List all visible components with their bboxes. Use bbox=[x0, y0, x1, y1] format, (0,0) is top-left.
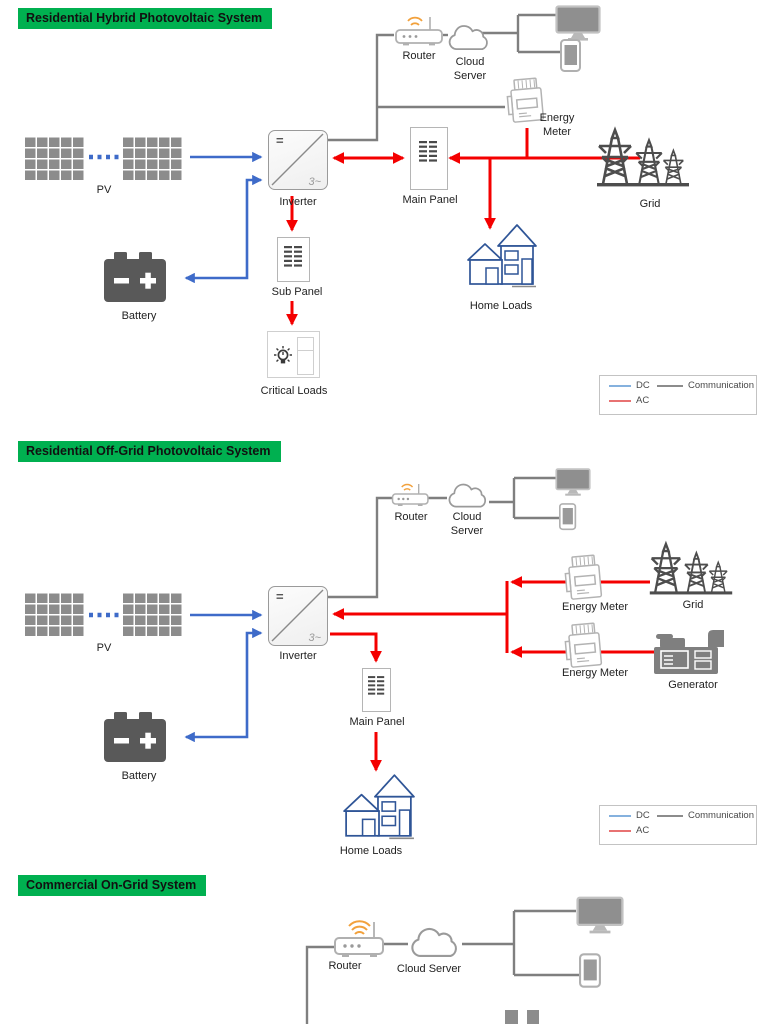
inverter-dc-mark: = bbox=[276, 589, 284, 604]
energy-meter-label: Meter bbox=[542, 126, 572, 138]
cropped-device-icon bbox=[505, 1010, 518, 1024]
main-panel-icon bbox=[362, 668, 391, 712]
legend: DC Communication AC bbox=[599, 375, 757, 415]
legend-comm-label: Communication bbox=[688, 810, 754, 821]
cloud-server-label: Cloud Server bbox=[396, 963, 462, 975]
pv-label: PV bbox=[96, 642, 112, 654]
phone-icon bbox=[560, 39, 581, 72]
router-label: Router bbox=[394, 511, 428, 523]
energy-meter-label: Energy Meter bbox=[561, 667, 629, 679]
pv-array-icon bbox=[123, 592, 183, 636]
cloud-server-label: Server bbox=[450, 525, 484, 537]
monitor-icon bbox=[555, 468, 591, 496]
phone-icon bbox=[579, 953, 601, 988]
inverter-label: Inverter bbox=[279, 650, 317, 662]
grid-towers-icon bbox=[649, 542, 733, 595]
battery-icon bbox=[104, 712, 166, 762]
pv-label: PV bbox=[96, 184, 112, 196]
appliance-icon bbox=[297, 337, 314, 375]
inverter-icon: = 3~ bbox=[268, 130, 328, 190]
router-icon bbox=[395, 16, 443, 46]
critical-loads-label: Critical Loads bbox=[260, 385, 328, 397]
monitor-icon bbox=[555, 5, 601, 41]
cloud-server-label: Cloud bbox=[452, 511, 482, 523]
legend-dc-swatch bbox=[609, 815, 631, 817]
main-panel-label: Main Panel bbox=[349, 716, 405, 728]
sub-panel-icon bbox=[277, 237, 310, 282]
cloud-icon bbox=[448, 483, 487, 508]
cloud-server-label: Cloud bbox=[455, 56, 485, 68]
inverter-diagonal bbox=[271, 133, 324, 186]
legend-ac-swatch bbox=[609, 400, 631, 402]
main-panel-label: Main Panel bbox=[402, 194, 458, 206]
breaker-rows bbox=[368, 676, 385, 695]
pv-array-icon bbox=[25, 592, 85, 636]
legend-comm-swatch bbox=[657, 385, 683, 387]
grid-towers-icon bbox=[597, 128, 689, 187]
grid-label: Grid bbox=[639, 198, 661, 210]
legend-ac-label: AC bbox=[636, 825, 650, 836]
cropped-device-icon bbox=[527, 1010, 539, 1024]
cloud-server-label: Server bbox=[453, 70, 487, 82]
inverter-ac-mark: 3~ bbox=[308, 176, 321, 188]
legend-ac-swatch bbox=[609, 830, 631, 832]
pv-array-icon bbox=[25, 136, 85, 180]
bulb-icon bbox=[273, 345, 293, 365]
legend-ac-label: AC bbox=[636, 395, 650, 406]
pv-array-icon bbox=[123, 136, 183, 180]
battery-label: Battery bbox=[121, 310, 157, 322]
section-1-header: Residential Hybrid Photovoltaic System bbox=[18, 8, 273, 29]
inverter-diagonal bbox=[271, 589, 324, 642]
router-icon bbox=[334, 920, 384, 957]
router-icon bbox=[391, 483, 429, 506]
critical-loads-icon bbox=[267, 331, 320, 378]
legend: DC Communication AC bbox=[599, 805, 757, 845]
inverter-icon: = 3~ bbox=[268, 586, 328, 646]
inverter-label: Inverter bbox=[279, 196, 317, 208]
cloud-icon bbox=[411, 927, 457, 957]
phone-icon bbox=[559, 503, 577, 531]
legend-dc-label: DC bbox=[636, 810, 650, 821]
cloud-icon bbox=[448, 25, 488, 50]
inverter-ac-mark: 3~ bbox=[308, 632, 321, 644]
home-loads-icon bbox=[467, 224, 537, 288]
breaker-rows bbox=[419, 141, 437, 162]
router-label: Router bbox=[328, 960, 362, 972]
section-2-header: Residential Off-Grid Photovoltaic System bbox=[18, 441, 281, 462]
energy-meter-icon bbox=[563, 554, 603, 601]
monitor-icon bbox=[576, 896, 624, 934]
home-loads-label: Home Loads bbox=[339, 845, 403, 857]
section-3-header: Commercial On-Grid System bbox=[18, 875, 207, 896]
legend-dc-swatch bbox=[609, 385, 631, 387]
home-loads-icon bbox=[343, 774, 415, 840]
main-panel-icon bbox=[410, 127, 448, 190]
legend-comm-label: Communication bbox=[688, 380, 754, 391]
battery-icon bbox=[104, 252, 166, 302]
breaker-rows bbox=[284, 246, 302, 267]
inverter-dc-mark: = bbox=[276, 133, 284, 148]
router-label: Router bbox=[402, 50, 436, 62]
energy-meter-label: Energy bbox=[539, 112, 575, 124]
grid-label: Grid bbox=[682, 599, 704, 611]
energy-meter-label: Energy Meter bbox=[561, 601, 629, 613]
home-loads-label: Home Loads bbox=[469, 300, 533, 312]
legend-dc-label: DC bbox=[636, 380, 650, 391]
sub-panel-label: Sub Panel bbox=[271, 286, 323, 298]
generator-label: Generator bbox=[668, 679, 718, 691]
legend-comm-swatch bbox=[657, 815, 683, 817]
generator-icon bbox=[654, 629, 725, 675]
battery-label: Battery bbox=[121, 770, 157, 782]
